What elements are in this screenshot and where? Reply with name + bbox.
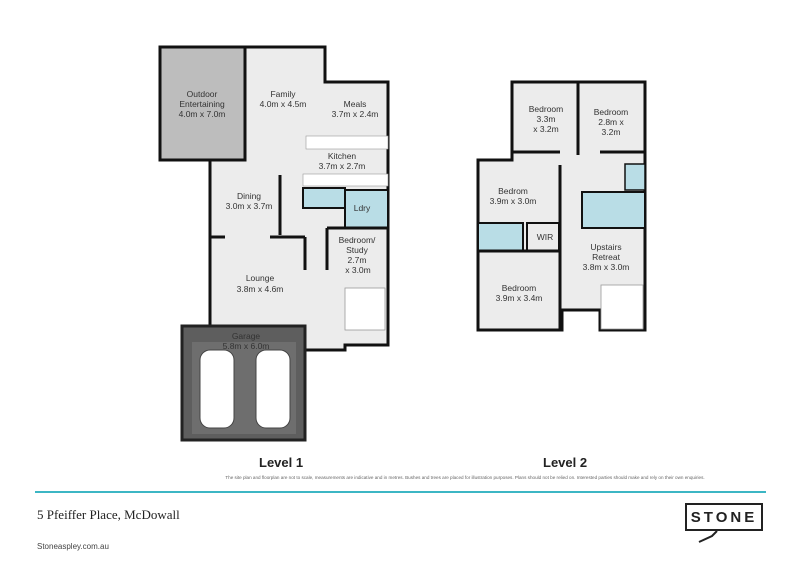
stone-logo: STONE	[685, 503, 763, 531]
car-icon	[199, 349, 235, 429]
outdoor-entertaining-area	[158, 45, 247, 162]
disclaimer: The site plan and floorplan are not to s…	[225, 475, 705, 480]
bathroom	[581, 191, 646, 229]
level-1-title: Level 1	[259, 455, 304, 470]
car-icon	[255, 349, 291, 429]
wc-room	[624, 163, 646, 191]
room-wir: WIR	[537, 232, 554, 242]
level-2-title: Level 2	[543, 455, 588, 470]
logo-text: STONE	[690, 509, 758, 526]
kitchen-bench	[305, 135, 389, 150]
staircase	[600, 284, 644, 330]
toilet-room	[302, 187, 346, 209]
room-laundry: Ldry	[354, 203, 371, 213]
ensuite	[477, 222, 524, 252]
staircase	[344, 287, 386, 331]
divider	[35, 491, 766, 493]
kitchen-counter	[302, 173, 389, 187]
garage	[180, 324, 307, 442]
website-link[interactable]: Stoneaspley.com.au	[37, 542, 109, 551]
property-address: 5 Pfeiffer Place, McDowall	[37, 507, 180, 522]
level-1-floor	[208, 45, 390, 352]
